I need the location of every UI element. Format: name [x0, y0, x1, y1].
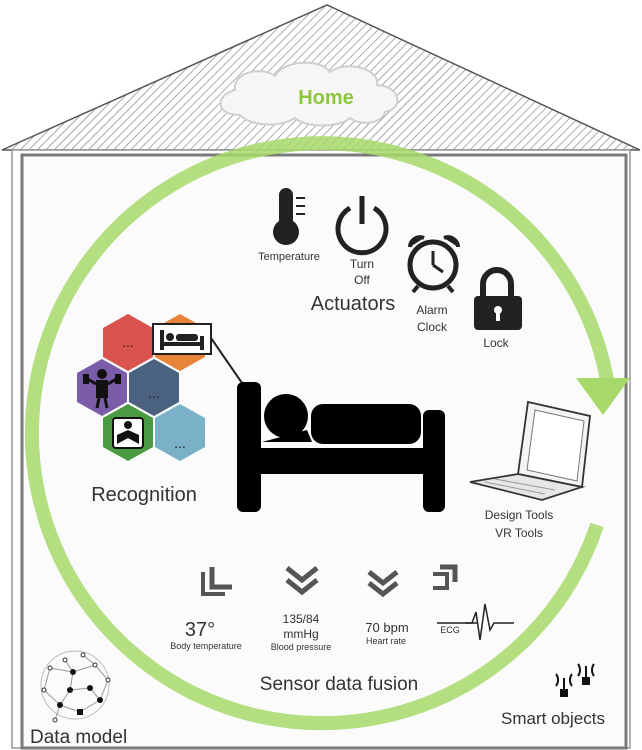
actuators-title: Actuators: [311, 293, 395, 315]
lock-icon: [474, 267, 522, 330]
alarm-clock-icon: [407, 235, 460, 294]
hex-red-placeholder: ...: [122, 334, 134, 350]
tools-label-line2: VR Tools: [495, 526, 543, 540]
alarm-clock-label-line2: Clock: [417, 320, 448, 334]
sensor-fusion-title: Sensor data fusion: [260, 674, 418, 695]
recognition-title: Recognition: [91, 484, 197, 506]
hr-value: 70 bpm: [365, 620, 408, 635]
bed-icon: [237, 382, 445, 512]
reading-icon: [112, 417, 144, 449]
bp-label: Blood pressure: [271, 642, 332, 652]
tools-label-line1: Design Tools: [485, 508, 553, 522]
body-temp-value: 37°: [185, 619, 215, 641]
hex-red: [103, 314, 153, 371]
hr-label: Heart rate: [366, 636, 406, 646]
turn-off-label-line2: Off: [354, 273, 370, 287]
thermometer-icon: [273, 188, 305, 245]
lock-label: Lock: [483, 336, 509, 350]
home-label: Home: [298, 87, 354, 109]
power-icon: [335, 196, 389, 256]
ecg-label: ECG: [440, 625, 460, 635]
cycle-arrowhead: [576, 378, 630, 415]
corner-arrow-icon-left: [201, 567, 232, 596]
chevron-down-icon-hr: [367, 570, 399, 598]
chevron-down-icon-bp: [285, 566, 319, 596]
exercise-icon: [83, 369, 121, 409]
ecg-waveform-icon: [437, 603, 514, 641]
turn-off-label-line1: Turn: [350, 257, 374, 271]
smart-objects-antenna-icon: [555, 663, 595, 697]
smart-objects-label: Smart objects: [501, 709, 605, 728]
hex-slate: [129, 359, 179, 416]
bp-value-line2: mmHg: [283, 627, 318, 641]
data-model-label: Data model: [30, 727, 127, 748]
alarm-clock-label-line1: Alarm: [416, 303, 447, 317]
cycle-arrow: [24, 136, 614, 731]
hex-lightblue: [155, 404, 205, 461]
recognition-hex-cluster: ... ... ...: [77, 314, 212, 461]
data-model-graph-icon: [40, 650, 110, 721]
temperature-label: Temperature: [258, 251, 320, 263]
home-cloud: Home: [219, 61, 399, 127]
data-model-nodes: [41, 652, 111, 723]
body-temp-label: Body temperature: [170, 641, 242, 651]
sleep-connector: [210, 337, 243, 384]
corner-arrow-icon-right: [433, 564, 458, 590]
sleeping-activity-icon: [152, 323, 212, 355]
bp-value-line1: 135/84: [283, 612, 320, 626]
laptop-icon: [469, 400, 591, 501]
hex-slate-placeholder: ...: [148, 385, 160, 401]
hex-lightblue-placeholder: ...: [174, 435, 186, 451]
